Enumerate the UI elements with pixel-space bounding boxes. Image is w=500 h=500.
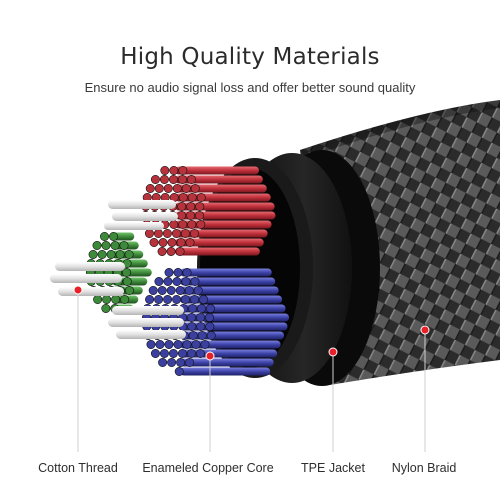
marker-dot-cotton-thread	[73, 285, 83, 295]
marker-dot-nylon-braid	[420, 325, 430, 335]
label-nylon-braid: Nylon Braid	[391, 461, 457, 475]
label-pointers	[77, 290, 426, 452]
page-subtitle: Ensure no audio signal loss and offer be…	[84, 80, 416, 95]
marker-dot-copper-core	[205, 351, 215, 361]
red-wire-bundle	[141, 166, 276, 257]
blue-wire-bundle	[142, 267, 290, 376]
green-wire-bundle	[86, 232, 152, 313]
cotton-thread-strands	[50, 200, 186, 339]
marker-dot-tpe-jacket	[328, 347, 338, 357]
label-cotton-thread: Cotton Thread	[38, 461, 118, 475]
label-tpe-jacket: TPE Jacket	[301, 461, 365, 475]
label-marker-dots	[73, 285, 430, 361]
page-title: High Quality Materials	[120, 44, 380, 70]
label-enameled-copper-core: Enameled Copper Core	[142, 461, 274, 475]
